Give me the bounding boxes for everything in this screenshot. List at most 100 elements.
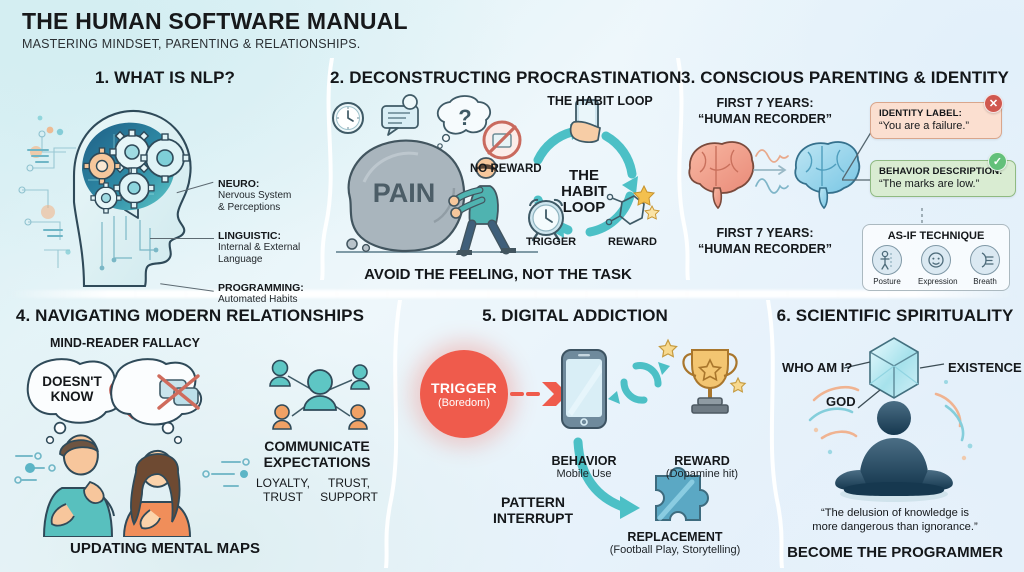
nlp-item-neuro-value: Nervous System & Perceptions [218,190,292,214]
page-title: THE HUMAN SOFTWARE MANUAL [22,8,408,34]
panel-title-parenting: 3. CONSCIOUS PARENTING & IDENTITY [681,68,1009,87]
expression-icon [921,245,951,275]
panel-title-digital-addiction: 5. DIGITAL ADDICTION [482,306,668,325]
divider-horizontal [8,290,1016,298]
svg-text:THE: THE [569,167,599,184]
spirituality-illustration [808,337,973,502]
ok-badge-glyph: ✓ [992,156,1003,168]
svg-text:KNOW: KNOW [51,389,94,404]
mind-reader-fallacy-label: MIND-READER FALLACY [50,336,200,350]
reward-step-main: REWARD [674,454,730,468]
poster-header: THE HUMAN SOFTWARE MANUAL MASTERING MIND… [22,8,408,51]
digital-addiction-flow [510,338,747,521]
posture-icon [872,245,902,275]
nlp-item-programming: PROGRAMMING: Automated Habits [218,282,330,306]
leader-line-linguistic [150,238,214,239]
trigger-node: TRIGGER (Boredom) [420,350,508,438]
error-badge-glyph: ✕ [988,98,999,110]
nlp-item-programming-key: PROGRAMMING: [218,282,304,295]
smartphone-icon [561,349,607,429]
person-node-top-right [350,364,370,390]
panel-nlp: 1. WHAT IS NLP? [0,68,330,305]
panel-title-spirituality: 6. SCIENTIFIC SPIRITUALITY [776,306,1014,325]
dopamine-molecule-icon [605,184,660,226]
as-if-caption-expression: Expression [918,277,958,286]
network-value-trust-support: TRUST, SUPPORT [320,476,378,505]
as-if-cell-breath: Breath [967,245,1003,286]
network-value-loyalty-trust: LOYALTY, TRUST [255,476,311,505]
person-man-figure [42,434,115,537]
as-if-technique-title: AS-IF TECHNIQUE [887,230,985,242]
relationship-illustration: DOESN'T KNOW [14,358,250,537]
habit-loop-reward-label: REWARD [608,236,657,248]
panel-parenting: 3. CONSCIOUS PARENTING & IDENTITY FIRST … [666,68,1024,291]
pattern-interrupt-arrow [573,437,640,519]
breath-icon [970,245,1000,275]
as-if-cell-expression: Expression [918,245,958,286]
person-node-bottom-left [272,404,292,430]
callout-identity-key: IDENTITY LABEL: [879,108,962,119]
thought-bubble-right [110,358,203,445]
callout-identity-value: “You are a failure.” [879,120,970,132]
panel-caption-spirituality: BECOME THE PROGRAMMER [787,544,1003,561]
nlp-item-programming-value: Automated Habits [218,294,298,306]
as-if-caption-breath: Breath [973,277,997,286]
brain-gears-head-illustration [18,109,192,288]
person-node-center [303,369,337,411]
ok-badge-icon: ✓ [988,152,1007,171]
pattern-interrupt-label: PATTERN INTERRUPT [492,494,574,527]
puzzle-piece-icon [655,467,709,521]
panel-digital-addiction: 5. DIGITAL ADDICTION TRIGGER (Boredom) [390,306,760,572]
as-if-technique-row: Posture Expression Breath [869,245,1003,286]
nlp-item-linguistic: LINGUISTIC: Internal & External Language [218,230,330,266]
loop-arrows-icon [620,362,662,404]
trigger-main-label: TRIGGER [431,379,497,396]
trigger-sub-label: (Boredom) [438,396,490,409]
nlp-item-linguistic-value: Internal & External Language [218,242,301,266]
trophy-icon [682,349,738,414]
svg-text:HABIT: HABIT [561,183,607,200]
nlp-item-linguistic-key: LINGUISTIC: [218,230,281,243]
phone-in-hand-icon [569,99,601,144]
replacement-step-caption: REPLACEMENT (Football Play, Storytelling… [590,530,760,556]
callout-identity-label: IDENTITY LABEL: “You are a failure.” [870,102,1002,139]
person-node-top-left [269,359,291,387]
panel-caption-procrastination: AVOID THE FEELING, NOT THE TASK [364,266,632,283]
nlp-item-neuro: NEURO: Nervous System & Perceptions [218,178,330,214]
crystal-cube-icon [869,337,919,399]
spirituality-quote: “The delusion of knowledge is more dange… [812,507,978,533]
cube-label-god: GOD [826,394,856,409]
as-if-cell-posture: Posture [869,245,905,286]
behavior-step-sub: Mobile Use [556,468,612,480]
alarm-clock-icon [528,198,564,242]
person-pushing-figure [448,157,516,257]
svg-text:DOESN'T: DOESN'T [42,374,102,389]
behavior-step-caption: BEHAVIOR Mobile Use [530,454,638,480]
as-if-caption-posture: Posture [873,277,901,286]
panel-spirituality: 6. SCIENTIFIC SPIRITUALITY [766,306,1024,572]
error-badge-icon: ✕ [984,94,1003,113]
svg-text:PAIN: PAIN [373,178,436,208]
clock-icon [332,102,364,134]
page-subtitle: MASTERING MINDSET, PARENTING & RELATIONS… [22,37,361,51]
replacement-step-main: REPLACEMENT [627,530,723,544]
callout-behavior-value: “The marks are low.” [879,178,980,190]
callout-behavior-key: BEHAVIOR DESCRIPTION: [879,166,1003,177]
dotted-link [921,208,923,226]
panel-title-nlp: 1. WHAT IS NLP? [94,68,235,87]
cube-label-existence: EXISTENCE [948,360,1022,375]
first-7-years-top-label: FIRST 7 YEARS: “HUMAN RECORDER” [697,96,833,126]
habit-loop-trigger-label: TRIGGER [526,236,577,248]
reward-step-sub: (Dopamine hit) [665,468,739,480]
as-if-technique-box: AS-IF TECHNIQUE Posture Expression [862,224,1010,291]
behavior-step-main: BEHAVIOR [551,454,617,468]
meditating-figure-silhouette [835,401,953,502]
flow-arrow-trigger-to-behavior [510,382,568,406]
question-thought-bubble: ? [436,95,492,149]
speech-bubble-icon [381,94,419,136]
replacement-step-sub: (Football Play, Storytelling) [609,544,741,556]
svg-text:?: ? [458,105,471,130]
procrastination-illustration: ? PAIN [332,94,660,257]
nlp-item-neuro-key: NEURO: [218,178,260,190]
